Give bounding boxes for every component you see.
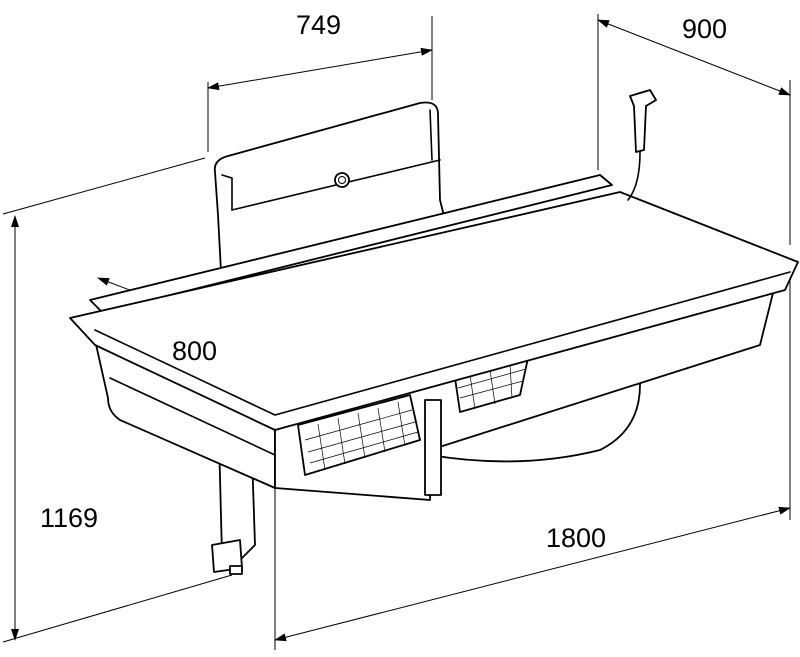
dimension-1169-lines: [2, 157, 233, 643]
dimension-label-749: 749: [296, 10, 342, 40]
dimension-900-lines: [597, 14, 791, 245]
dimension-label-800: 800: [172, 336, 218, 366]
dimension-label-900: 900: [682, 14, 728, 44]
dimension-label-1800: 1800: [546, 523, 607, 553]
hand-shower-icon: [627, 89, 657, 201]
tabletop: [69, 191, 799, 431]
backrest: [213, 101, 446, 291]
back-rail: [89, 174, 613, 313]
dimension-749-lines: [207, 16, 433, 152]
dimension-label-1169: 1169: [40, 503, 99, 533]
